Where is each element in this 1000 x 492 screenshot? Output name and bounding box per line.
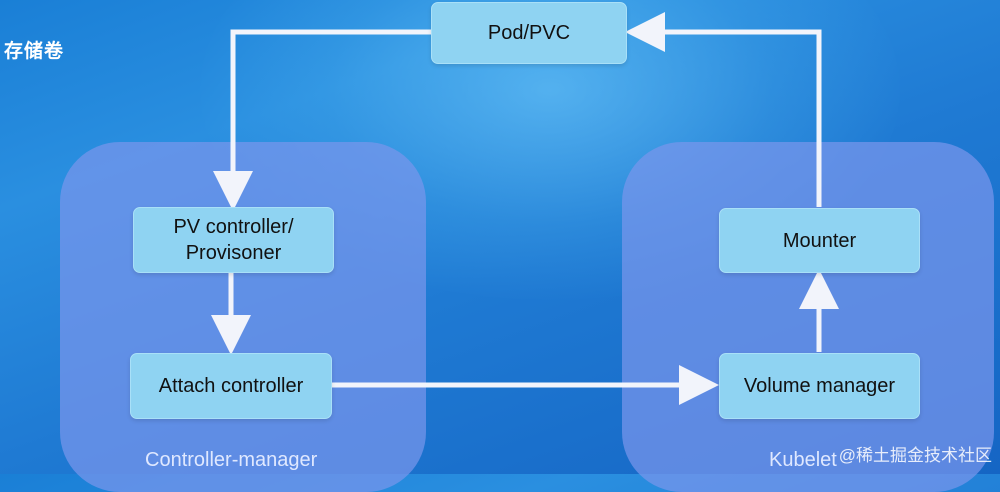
- pod-pvc-node: Pod/PVC: [431, 2, 627, 64]
- attach-controller-node: Attach controller: [130, 353, 332, 419]
- kubelet-label: Kubelet: [769, 449, 837, 471]
- pv-controller-label-line2: Provisoner: [185, 242, 282, 264]
- section-title: 存储卷: [4, 41, 65, 62]
- pv-controller-label-line1: PV controller/: [173, 216, 294, 238]
- kubelet-container: [622, 142, 994, 492]
- mounter-node: Mounter: [719, 208, 920, 273]
- controller-manager-label: Controller-manager: [145, 449, 318, 471]
- pv-controller-node: PV controller/ Provisoner: [133, 207, 334, 273]
- flow-arrows: [211, 12, 839, 405]
- arrow-mounter-to-pod: [625, 12, 822, 207]
- arrow-pod-to-pv-controller: [213, 29, 431, 211]
- volume-manager-node: Volume manager: [719, 353, 920, 419]
- watermark: @稀土掘金技术社区: [838, 446, 992, 465]
